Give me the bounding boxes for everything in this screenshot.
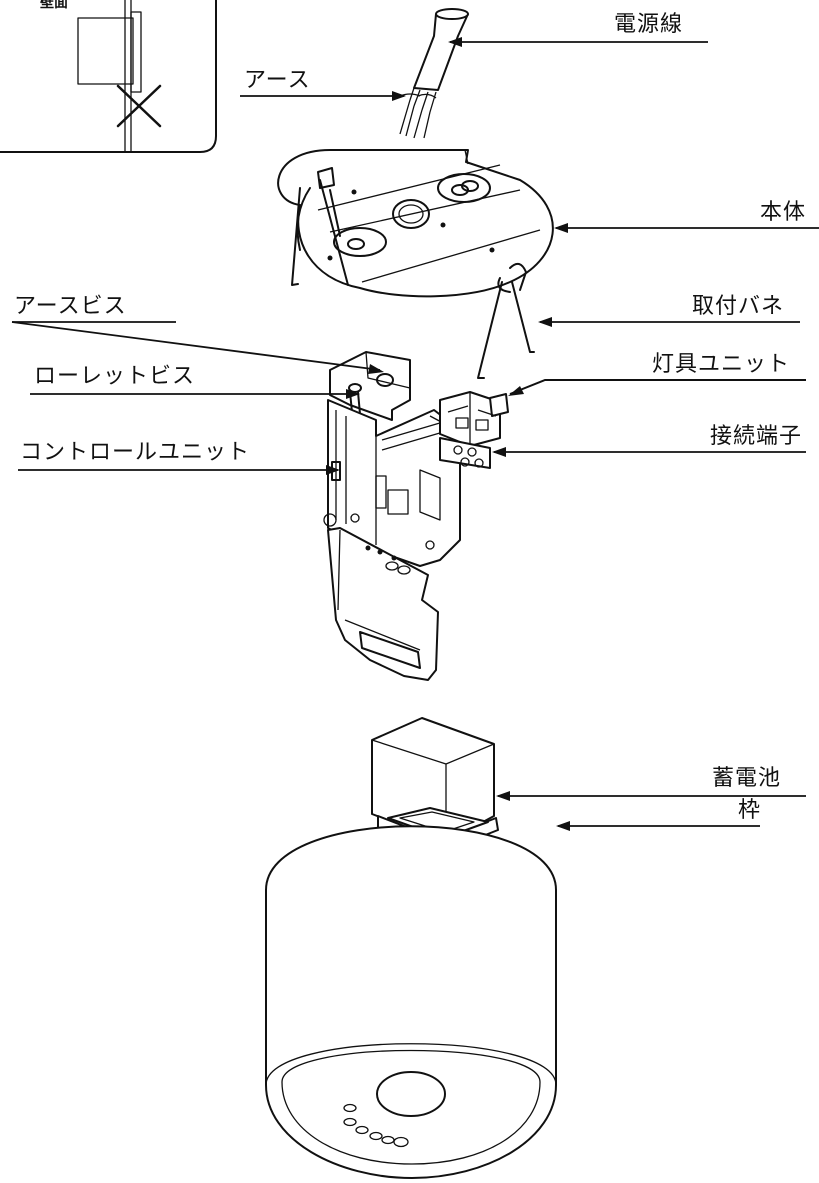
mounting-spring-drawing bbox=[477, 262, 535, 379]
mounting-spring-label: 取付バネ bbox=[692, 294, 785, 319]
control-unit-drawing bbox=[323, 351, 461, 681]
power-cable-drawing bbox=[399, 8, 469, 139]
body-label: 本体 bbox=[760, 200, 807, 225]
battery-label: 蓄電池 bbox=[712, 766, 782, 791]
earth-label: アース bbox=[244, 68, 311, 93]
cross-mark-icon bbox=[116, 84, 162, 128]
wall-surface-label: 壁面 bbox=[40, 0, 68, 11]
inset-wall-mounting-prohibited bbox=[0, 0, 217, 153]
lamp-unit-label: 灯具ユニット bbox=[652, 352, 791, 377]
frame-drawing bbox=[265, 825, 557, 1179]
knurled-screw-label: ローレットビス bbox=[34, 364, 196, 389]
lamp-unit-terminal-drawing bbox=[439, 391, 509, 469]
control-unit-label: コントロールユニット bbox=[20, 440, 251, 465]
terminal-block-label: 接続端子 bbox=[710, 424, 803, 449]
power-cable-label: 電源線 bbox=[614, 12, 684, 37]
earth-screw-label: アースビス bbox=[14, 294, 127, 319]
leader-lines bbox=[11, 37, 819, 831]
main-body-plate-drawing bbox=[277, 149, 554, 298]
frame-label: 枠 bbox=[738, 798, 762, 823]
